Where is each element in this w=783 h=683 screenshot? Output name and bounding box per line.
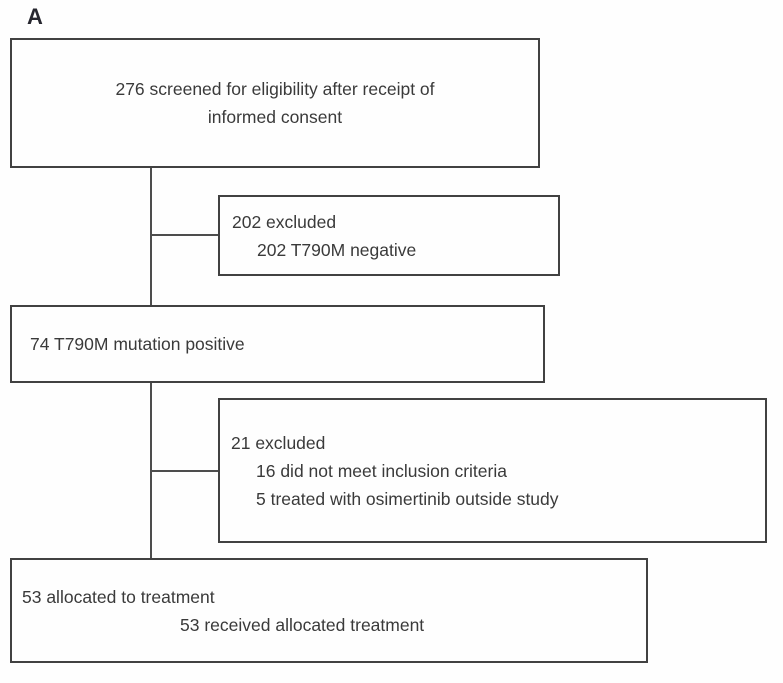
connector-vertical-screened-to-positive — [150, 167, 152, 305]
box-screened-line1: 276 screened for eligibility after recei… — [115, 79, 435, 99]
box-allocated: 53 allocated to treatment 53 received al… — [10, 558, 648, 663]
box-t790m-positive-line1: 74 T790M mutation positive — [30, 334, 245, 354]
box-screened-line2: informed consent — [207, 107, 343, 127]
box-excluded-21-line1: 21 excluded — [231, 432, 326, 453]
connector-branch-to-excluded-t790m — [150, 234, 218, 236]
panel-label: A — [27, 4, 43, 29]
box-excluded-21: 21 excluded 16 did not meet inclusion cr… — [218, 398, 767, 543]
box-excluded-21-line2: 16 did not meet inclusion criteria — [256, 460, 507, 481]
box-excluded-t790m-line2: 202 T790M negative — [257, 239, 417, 260]
connector-branch-to-excluded-21 — [150, 470, 218, 472]
box-allocated-line2: 53 received allocated treatment — [180, 614, 425, 635]
box-allocated-line1: 53 allocated to treatment — [22, 586, 215, 607]
box-excluded-t790m: 202 excluded 202 T790M negative — [218, 195, 560, 276]
box-excluded-t790m-line1: 202 excluded — [232, 211, 337, 232]
box-screened: 276 screened for eligibility after recei… — [10, 38, 540, 168]
box-excluded-21-line3: 5 treated with osimertinib outside study — [256, 488, 559, 509]
box-t790m-positive: 74 T790M mutation positive — [10, 305, 545, 383]
